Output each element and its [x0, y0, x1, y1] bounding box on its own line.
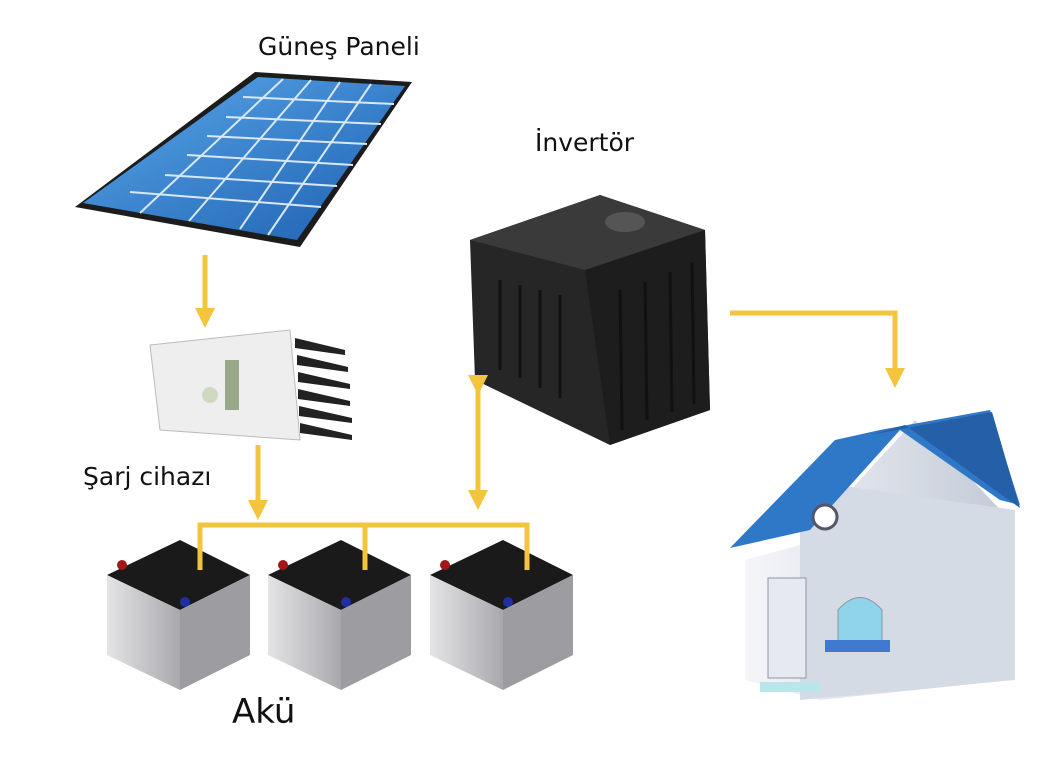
inverter: [470, 195, 710, 445]
house: [730, 410, 1020, 700]
battery-bank: [107, 540, 573, 690]
arrow-inverter-to-house: [730, 310, 905, 388]
battery-3: [430, 540, 573, 690]
charge-controller: [149, 329, 352, 441]
solar-panel-label: Güneş Paneli: [258, 32, 420, 61]
solar-panel: [75, 72, 412, 247]
inverter-label: İnvertör: [535, 128, 635, 157]
battery-2: [268, 540, 411, 690]
battery-1: [107, 540, 250, 690]
battery-label: Akü: [232, 692, 296, 732]
flow-arrows: [195, 255, 905, 570]
charge-controller-label: Şarj cihazı: [83, 462, 212, 491]
